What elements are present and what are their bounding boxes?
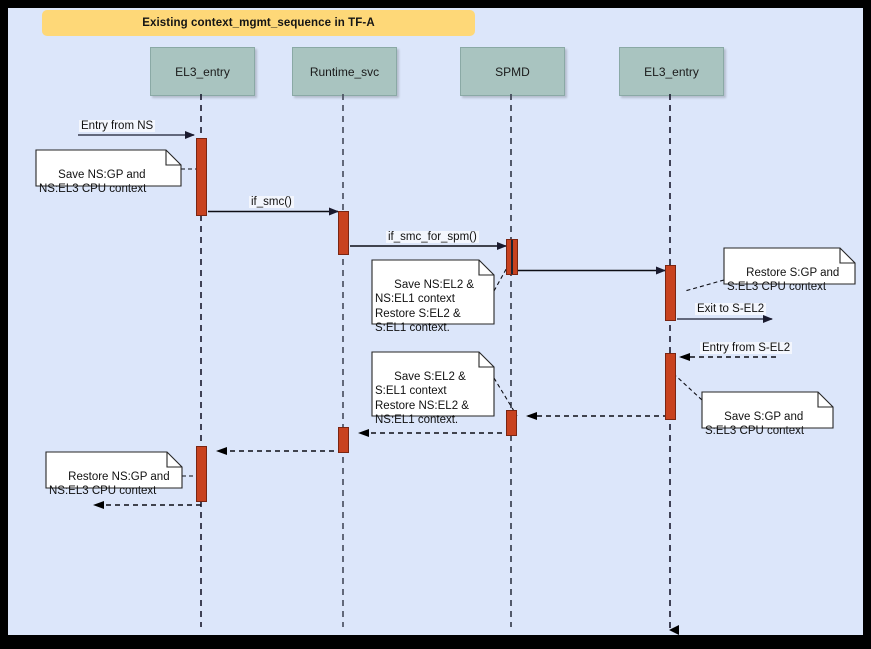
messages-group [78,131,776,509]
note-fold-6 [166,452,182,468]
note-save-s-el2-restore-ns-el2: Save S:EL2 & S:EL1 context Restore NS:EL… [372,353,494,427]
activation-bar-el3-entry-right-1 [665,265,676,321]
diagram-canvas: Existing context_mgmt_sequence in TF-A E… [8,8,863,635]
note-connector-3 [684,279,725,292]
lifeline-head-el3-entry-right[interactable]: EL3_entry [619,47,724,96]
note-text: Save S:EL2 & S:EL1 context Restore NS:EL… [375,370,469,427]
activation-bar-el3-entry-right-2 [665,353,676,420]
note-shape-2 [371,259,495,325]
note-text: Save NS:EL2 & NS:EL1 context Restore S:E… [375,278,475,335]
note-fold-3 [839,248,855,264]
diagram-title: Existing context_mgmt_sequence in TF-A [42,10,475,36]
message-label-if-smc: if_smc() [249,196,294,208]
note-restore-ns-gp-context: Restore NS:GP and NS:EL3 CPU context [46,453,182,498]
note-shapes-group [35,149,856,489]
note-shape-6 [45,451,183,489]
lifeline-label: SPMD [495,64,530,79]
activation-bar-runtime-svc-1 [338,211,349,255]
message-label-if-smc-for-spm: if_smc_for_spm() [386,231,479,243]
activation-bar-runtime-svc-2 [338,427,349,453]
lifeline-head-runtime-svc[interactable]: Runtime_svc [292,47,397,96]
note-restore-s-gp-context: Restore S:GP and S:EL3 CPU context [724,249,855,294]
activation-bar-el3-entry-left-1 [196,138,207,216]
note-shape-1 [35,149,182,187]
message-label-entry-from-s-el2: Entry from S-EL2 [700,342,793,354]
message-label-entry-from-ns: Entry from NS [79,120,156,132]
note-save-ns-el2-restore-s-el2: Save NS:EL2 & NS:EL1 context Restore S:E… [372,261,494,335]
note-save-ns-gp-context: Save NS:GP and NS:EL3 CPU context [36,151,181,196]
note-fold-1 [165,150,181,166]
note-connector-5 [675,375,703,401]
note-fold-4 [478,352,494,368]
note-text: Save NS:GP and NS:EL3 CPU context [39,168,147,196]
activation-bar-el3-entry-left-2 [196,446,207,502]
activation-bar-spmd-1 [506,239,518,275]
note-text: Restore NS:GP and NS:EL3 CPU context [49,470,170,498]
note-fold-2 [478,260,494,276]
note-save-s-gp-context: Save S:GP and S:EL3 CPU context [702,393,833,438]
lifeline-label: EL3_entry [175,64,230,79]
note-text: Save S:GP and S:EL3 CPU context [705,410,805,438]
lifeline-label: EL3_entry [644,64,699,79]
lifeline-label: Runtime_svc [309,64,380,79]
message-label-exit-to-s-el2: Exit to S-EL2 [695,303,767,315]
note-shape-3 [723,247,856,285]
note-shape-4 [371,351,495,417]
note-connector-4 [493,377,518,417]
activation-bar-spmd-2 [506,410,517,436]
note-fold-5 [817,392,833,408]
note-shape-5 [701,391,834,429]
lifeline-head-el3-entry-left[interactable]: EL3_entry [150,47,255,96]
lifeline-head-spmd[interactable]: SPMD [460,47,565,96]
note-text: Restore S:GP and S:EL3 CPU context [727,266,840,294]
